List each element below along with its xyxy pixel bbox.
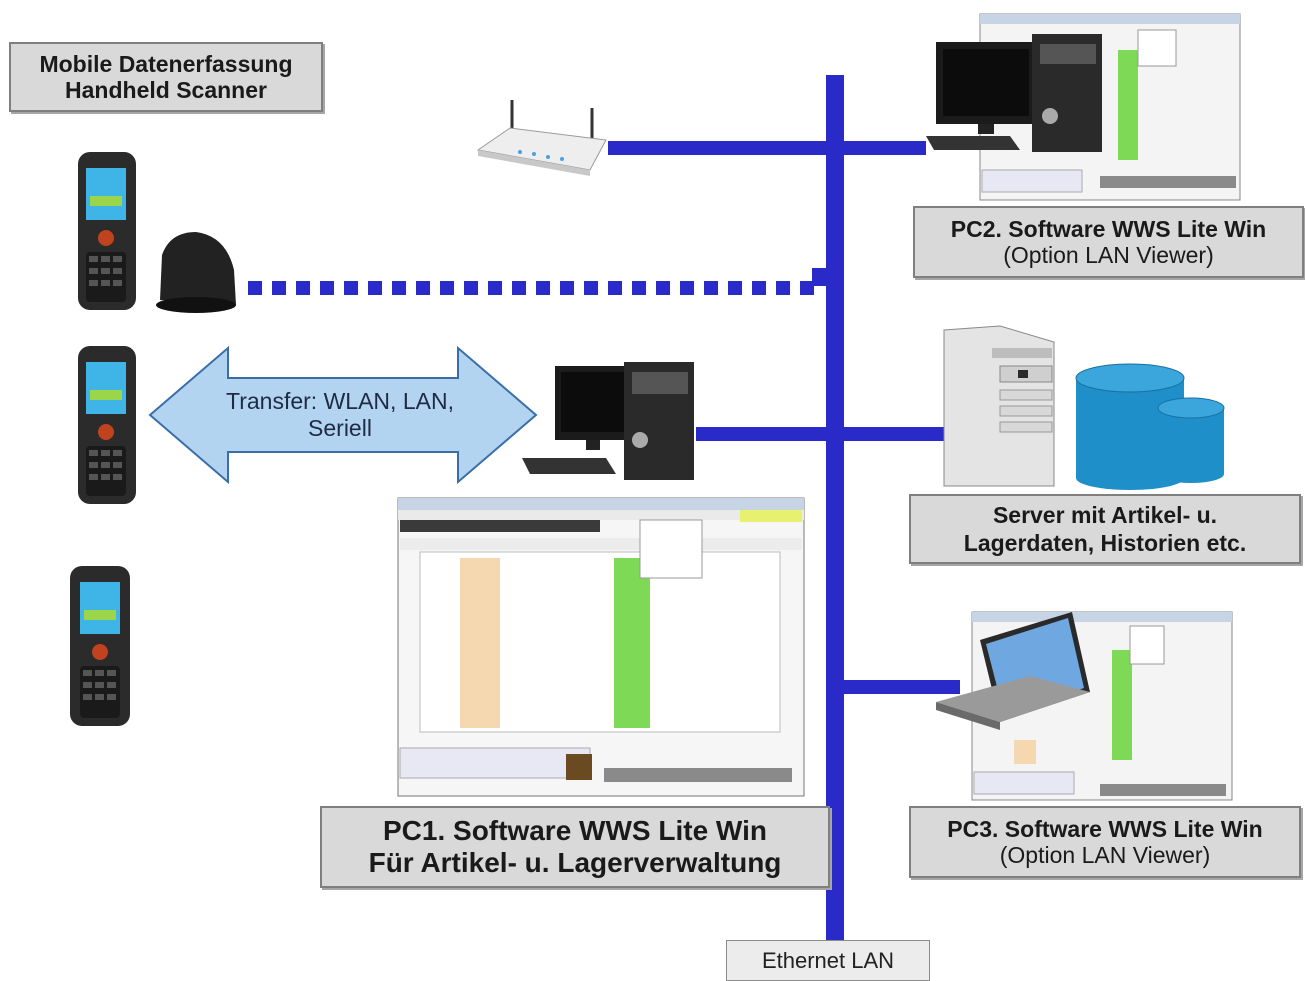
mobile-title-line1: Mobile Datenerfassung [39, 51, 293, 77]
pc1-line2: Für Artikel- u. Lagerverwaltung [368, 847, 782, 878]
server-label-box: Server mit Artikel- u. Lagerdaten, Histo… [909, 494, 1301, 564]
dock-dotted-link [248, 268, 826, 295]
handheld-scanner-2 [78, 346, 136, 504]
transfer-label-line2: Seriell [308, 415, 372, 441]
pc1-screen-capture [397, 497, 805, 797]
backbone-line [826, 75, 844, 945]
pc3-line2: (Option LAN Viewer) [999, 842, 1211, 868]
ethernet-lan-label: Ethernet LAN [726, 940, 930, 981]
mobile-data-capture-box: Mobile Datenerfassung Handheld Scanner [9, 42, 323, 112]
ethernet-network [248, 75, 960, 945]
server-line2: Lagerdaten, Historien etc. [963, 530, 1247, 556]
pc1-line1: PC1. Software WWS Lite Win [383, 815, 767, 846]
server-tower-icon [943, 325, 1055, 487]
transfer-label: Transfer: WLAN, LAN, Seriell [200, 388, 480, 442]
pc3-laptop-icon [936, 612, 1090, 730]
mobile-title-line2: Handheld Scanner [65, 77, 267, 103]
pc2-workstation-icon [926, 34, 1102, 152]
router-link [608, 141, 926, 155]
database-cylinder-large [1075, 363, 1185, 490]
wlan-router [476, 100, 607, 176]
pc3-label-box: PC3. Software WWS Lite Win (Option LAN V… [909, 806, 1301, 878]
server-line1: Server mit Artikel- u. [992, 502, 1218, 528]
pc2-label-box: PC2. Software WWS Lite Win (Option LAN V… [913, 206, 1304, 278]
pc1-label-box: PC1. Software WWS Lite Win Für Artikel- … [320, 806, 830, 888]
pc1-workstation-icon [522, 362, 694, 480]
transfer-label-line1: Transfer: WLAN, LAN, [226, 388, 454, 414]
scanner-docking-cradle [156, 232, 236, 313]
handheld-scanner-3 [70, 566, 130, 726]
handheld-scanner-1 [78, 152, 136, 310]
pc3-link [844, 680, 960, 694]
pc1-link [696, 427, 946, 441]
transfer-double-arrow [148, 345, 538, 485]
pc3-line1: PC3. Software WWS Lite Win [947, 816, 1263, 842]
database-cylinder-small [1157, 397, 1225, 483]
pc2-line1: PC2. Software WWS Lite Win [950, 216, 1267, 242]
pc2-line2: (Option LAN Viewer) [1003, 242, 1214, 268]
